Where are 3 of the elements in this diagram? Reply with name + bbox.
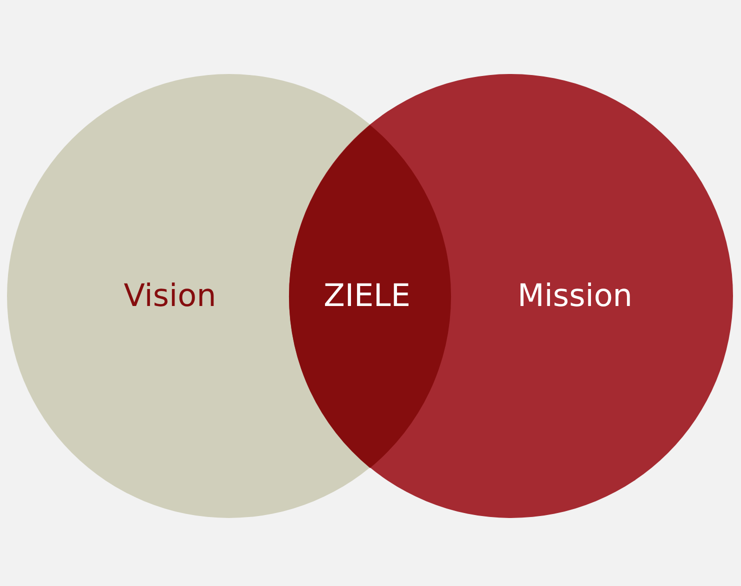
circle-label: Mission	[518, 278, 632, 314]
circle-label: ZIELE	[324, 278, 410, 314]
circle-label: Vision	[124, 278, 216, 314]
